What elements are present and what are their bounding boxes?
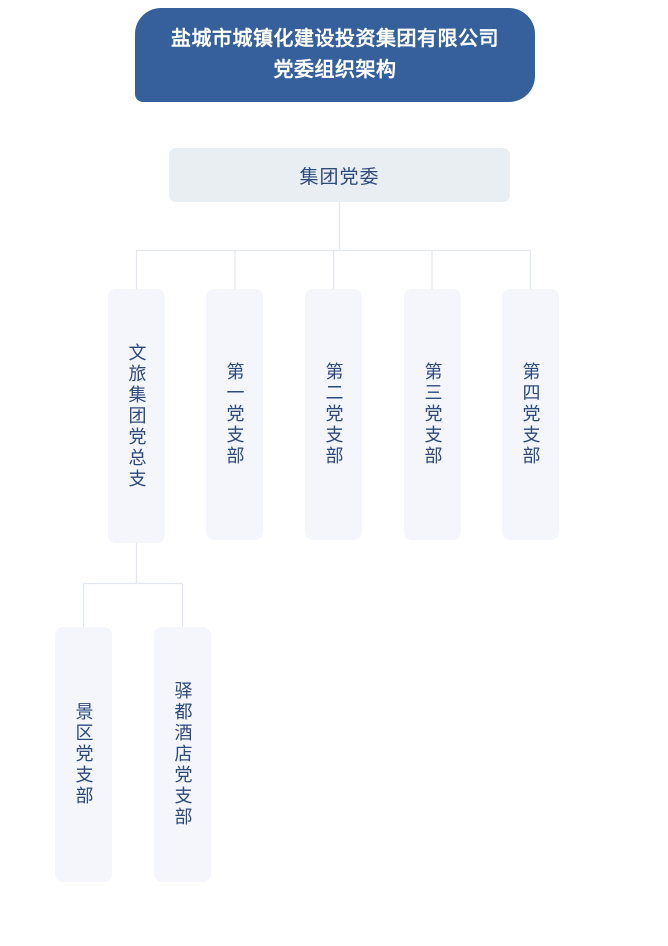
node-label-branch-4: 第三党支部 xyxy=(422,362,443,467)
node-label-sub-2: 驿都酒店党支部 xyxy=(172,681,193,828)
node-content: 第四党支部 xyxy=(502,289,559,540)
node-yidu-hotel-party-branch[interactable]: 驿都酒店党支部 xyxy=(154,627,211,882)
node-content: 第三党支部 xyxy=(404,289,461,540)
node-label-branch-3: 第二党支部 xyxy=(323,362,344,467)
node-label-root: 集团党委 xyxy=(299,166,380,188)
node-content: 景区党支部 xyxy=(55,627,112,882)
node-first-party-branch[interactable]: 第一党支部 xyxy=(206,289,263,540)
node-content: 第一党支部 xyxy=(206,289,263,540)
node-content: 文旅集团党总支 xyxy=(108,289,165,543)
node-second-party-branch[interactable]: 第二党支部 xyxy=(305,289,362,540)
page-title: 盐城市城镇化建设投资集团有限公司 党委组织架构 xyxy=(171,28,499,81)
node-label-branch-2: 第一党支部 xyxy=(224,362,245,467)
node-group-party-committee[interactable]: 集团党委 xyxy=(169,148,510,202)
node-label-branch-5: 第四党支部 xyxy=(520,362,541,467)
node-content: 驿都酒店党支部 xyxy=(154,627,211,882)
node-cultural-tourism-group-party-branch[interactable]: 文旅集团党总支 xyxy=(108,289,165,543)
node-third-party-branch[interactable]: 第三党支部 xyxy=(404,289,461,540)
node-label-branch-1: 文旅集团党总支 xyxy=(126,342,147,490)
node-fourth-party-branch[interactable]: 第四党支部 xyxy=(502,289,559,540)
node-scenic-area-party-branch[interactable]: 景区党支部 xyxy=(55,627,112,882)
node-content: 第二党支部 xyxy=(305,289,362,540)
node-label-sub-1: 景区党支部 xyxy=(73,702,94,807)
chart-title-banner: 盐城市城镇化建设投资集团有限公司 党委组织架构 xyxy=(135,8,535,102)
